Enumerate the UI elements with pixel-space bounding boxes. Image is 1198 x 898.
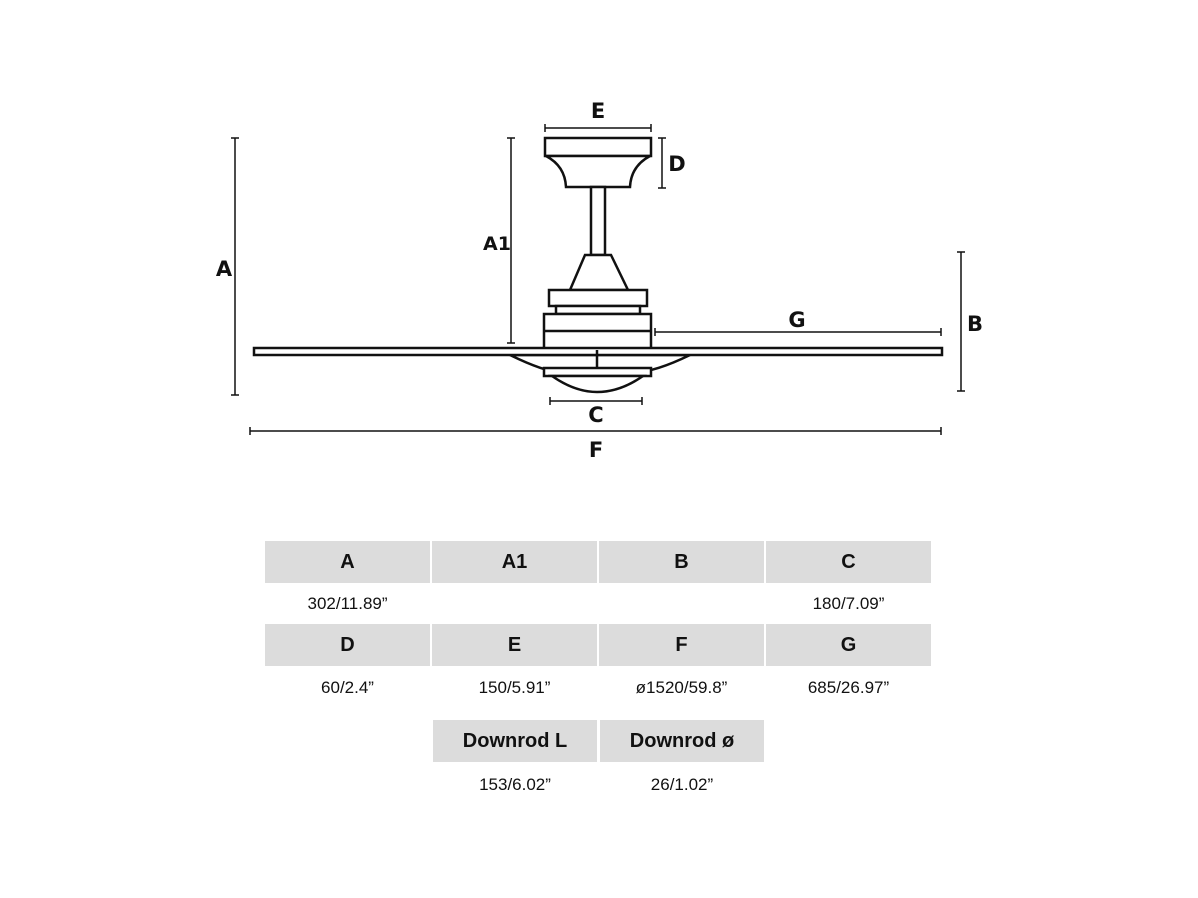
value-downrod-diameter: 26/1.02”	[650, 775, 714, 794]
label-A1: A1	[483, 233, 511, 255]
canopy-plate	[543, 136, 653, 158]
header-B: B	[599, 541, 764, 583]
label-B: B	[967, 312, 983, 336]
label-C: C	[588, 403, 603, 427]
fan-drawing	[252, 136, 944, 394]
value-D: 60/2.4”	[321, 678, 374, 697]
label-D: D	[668, 152, 685, 176]
motor-top-ring	[547, 288, 649, 308]
header-C: C	[766, 541, 931, 583]
label-E: E	[591, 99, 605, 123]
header-G: G	[766, 624, 931, 666]
light-dome	[548, 374, 647, 394]
label-A: A	[216, 257, 233, 281]
header-downrod-diameter: Downrod ø	[600, 720, 764, 762]
value-E: 150/5.91”	[478, 678, 551, 697]
value-C: 180/7.09”	[812, 594, 885, 613]
value-A: 302/11.89”	[307, 594, 388, 613]
canopy-body	[545, 154, 651, 189]
value-F: ø1520/59.8”	[635, 678, 728, 697]
fan-dimension-diagram: A A1 E D B G C F	[216, 99, 983, 462]
value-downrod-length: 153/6.02”	[479, 775, 551, 794]
header-A: A	[265, 541, 430, 583]
header-F: F	[599, 624, 764, 666]
header-downrod-length: Downrod L	[433, 720, 597, 762]
label-F: F	[589, 438, 603, 462]
header-D: D	[265, 624, 430, 666]
label-G: G	[788, 308, 805, 332]
motor-cone	[568, 253, 630, 292]
header-A1: A1	[432, 541, 597, 583]
header-E: E	[432, 624, 597, 666]
value-G: 685/26.97”	[807, 678, 890, 697]
dimension-lines	[231, 124, 965, 435]
downrod	[589, 185, 607, 257]
